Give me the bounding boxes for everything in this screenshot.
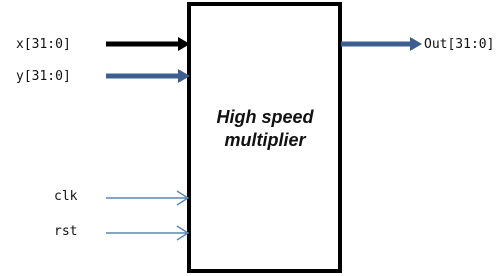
out-output-arrowhead [410, 37, 422, 51]
x-port-label: x[31:0] [16, 37, 71, 52]
clk-input-port: clk [54, 189, 190, 206]
y-port-label: y[31:0] [16, 69, 71, 84]
block-label-line-2: multiplier [224, 130, 306, 150]
clk-input-arrowhead [176, 190, 190, 206]
out-output-port: Out[31:0] [341, 37, 494, 52]
y-input-arrowhead [178, 69, 190, 83]
y-input-port: y[31:0] [16, 69, 190, 84]
x-input-port: x[31:0] [16, 37, 190, 52]
rst-input-port: rst [54, 224, 190, 241]
out-port-label: Out[31:0] [424, 37, 494, 52]
block-label-line-1: High speed [216, 107, 314, 127]
rst-input-arrowhead [176, 225, 190, 241]
rst-port-label: rst [54, 224, 77, 239]
clk-port-label: clk [54, 189, 78, 204]
x-input-arrowhead [178, 37, 190, 51]
multiplier-block [187, 2, 342, 273]
